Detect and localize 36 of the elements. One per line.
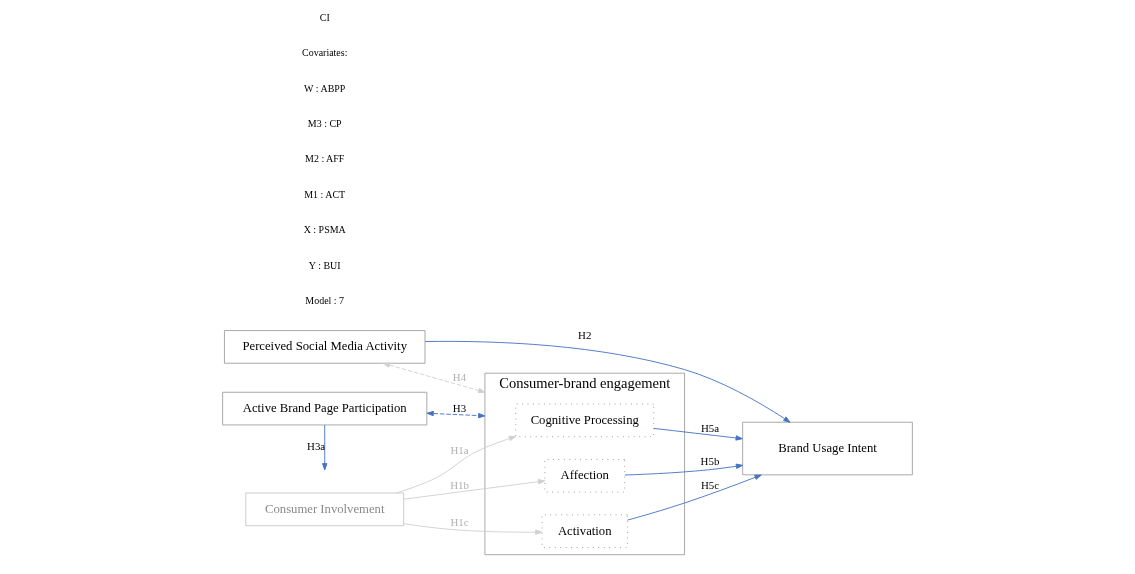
arrow [382, 362, 486, 394]
arrow [653, 427, 743, 441]
edge-label: H3 [452, 401, 467, 414]
node-box: Brand Usage Intent [742, 421, 913, 476]
label: M1 : ACT [304, 188, 346, 200]
edge-label: H1a [450, 443, 469, 456]
label: Y : BUI [308, 259, 341, 271]
edge-label: H3a [307, 440, 326, 453]
arrow [426, 410, 486, 419]
label: M3 : CP [307, 118, 342, 130]
edge-label: H1b [450, 479, 469, 492]
label: W : ABPP [304, 82, 346, 94]
node-box: Consumer Involvement [245, 492, 405, 527]
label: CI [319, 11, 330, 23]
edge-label: H5b [700, 455, 720, 468]
node-box: Active Brand Page Participation [222, 391, 428, 426]
node-box: Perceived Social Media Activity [224, 330, 426, 364]
node-box: Cognitive Processing [515, 403, 655, 438]
label: X : PSMA [303, 224, 346, 236]
edge-label: H1c [450, 516, 469, 529]
label: M2 : AFF [305, 153, 345, 165]
edge-label: H4 [452, 371, 467, 384]
arrow [627, 474, 762, 521]
node-box: Activation [541, 514, 628, 548]
arrow [624, 463, 744, 476]
label: Covariates: [302, 47, 348, 59]
arrow [322, 424, 328, 471]
arrow [395, 435, 517, 494]
node-box: Affection [544, 458, 626, 493]
arrow [403, 523, 543, 535]
edge-label: H2 [578, 329, 592, 342]
edge-label: H5c [700, 479, 720, 492]
edge-label: H5a [700, 421, 720, 434]
arrow [424, 340, 791, 423]
label: Model : 7 [305, 295, 345, 307]
arrow [403, 479, 546, 500]
